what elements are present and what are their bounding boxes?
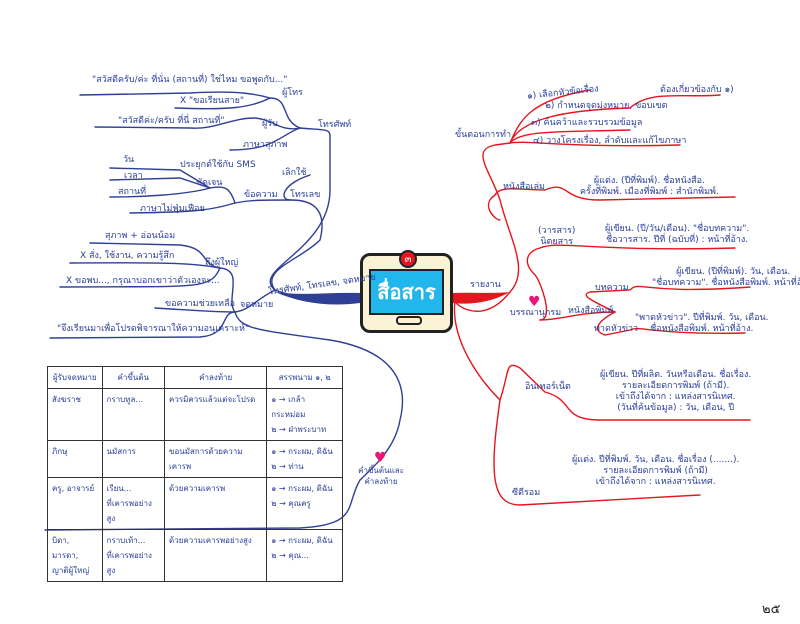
ask-help-say: "จึงเรียนมาเพื่อโปรดพิจารณาให้ความอนุเคร… [57,324,250,334]
bibliography-label: บรรณานุกรม [510,308,562,318]
cdrom-format: ผู้แต่ง. ปีที่พิมพ์. วัน, เดือน. ชื่อเรื… [572,455,740,487]
concise-label: ภาษาไม่ฟุ่มเฟือย [140,204,205,214]
table-cell: ๑ → เกล้ากระหม่อม ๒ → ฝ่าพระบาท [266,388,343,441]
step-3: ๓) ค้นคว้าและรวบรวมข้อมูล [531,118,643,128]
book-label: หนังสือเล่ม [503,182,545,192]
table-cell: ด้วยความเคารพอย่างสูง [164,529,268,582]
headline-format: "พาดหัวข่าว". ปีที่พิมพ์. วัน, เดือน.ชื่… [635,313,769,334]
table-cell: ควรมิควรแล้วแต่จะโปรด [164,388,268,441]
phone-label: โทรศัพท์ [318,120,352,130]
article-label: บทความ [595,283,629,293]
table-header: คำลงท้าย [164,366,268,389]
table-row: สังฆราชกราบทูล...ควรมิควรแล้วแต่จะโปรด๑ … [47,388,343,441]
table-header: คำขึ้นต้น [101,366,166,389]
table-cell: ด้วยความเคารพ [164,477,268,530]
center-tablet: ๓ สื่อสาร [360,250,453,333]
table-row: บิดา, มารดา, ญาติผู้ใหญ่กราบเท้า... ที่เ… [47,529,343,582]
table-cell: ครู, อาจารย์ [47,477,103,530]
table-cell: ขอนมัสการด้วยความเคารพ [164,440,268,478]
internet-format: ผู้เขียน. ปีที่ผลิต. วันหรือเดือน. ชื่อเ… [600,370,752,413]
place-label: สถานที่ [118,187,147,197]
polite-label: ภาษาสุภาพ [243,140,288,150]
chapter-badge: ๓ [399,250,417,268]
elder-3: X ขอพบ..., กรุณาบอกเขาว่าตัวเองจะ... [66,276,220,286]
to-elder-label: ถึงผู้ใหญ่ [205,258,239,268]
table-cell: ๑ → กระผม, ดิฉัน ๒ → คุณครู [266,477,343,530]
home-button-icon [396,316,422,325]
table-cell: นมัสการ [101,440,166,478]
internet-label: อินเทอร์เน็ต [525,382,571,392]
table-header: ผู้รับจดหมาย [47,366,103,389]
book-format: ผู้แต่ง. (ปีที่พิมพ์). ชื่อหนังสือ.ครั้ง… [580,176,719,197]
article-format: ผู้เขียน. (ปีที่พิมพ์). วัน, เดือน."ชื่อ… [652,267,800,288]
table-cell: กราบเท้า... ที่เคารพอย่างสูง [101,529,166,582]
time-label: เวลา [124,171,143,181]
day-label: วัน [123,155,135,165]
caller-say: "สวัสดีครับ/ค่ะ ที่นั่น (สถานที่) ใช่ไหม… [92,75,288,85]
sms-label: ประยุกต์ใช้กับ SMS [180,160,256,170]
step-2: ๒) กำหนดจุดมุ่งหมาย, ขอบเขต [545,101,668,111]
magazine-label: (วารสาร)นิตยสาร [538,226,576,247]
magazine-format: ผู้เขียน. (ปี/วัน/เดือน). "ชื่อบทความ".ช… [605,224,750,245]
step-2-note: ต้องเกี่ยวข้องกับ ๑) [660,85,734,95]
table-cell: บิดา, มารดา, ญาติผู้ใหญ่ [47,529,103,582]
table-header: สรรพนาม ๑, ๒ [266,366,343,389]
caller-avoid: X "ขอเรียนสาย" [180,96,245,106]
table-cell: สังฆราช [47,388,103,441]
newspaper-label: หนังสือพิมพ์ [568,306,614,316]
heart-icon: ♥ [374,450,387,466]
report-label: รายงาน [470,280,501,290]
clear-label: ชัดเจน [196,178,223,188]
elder-2: X สั่ง, ใช้งาน, ความรู้สึก [80,251,175,261]
headline-label: พาดหัวข่าว [594,324,639,334]
obsolete-label: เลิกใช้ [282,168,307,178]
cdrom-label: ซีดีรอม [512,488,541,498]
page-number: ๒๕ [762,602,781,617]
steps-label: ขั้นตอนการทำ [455,130,512,140]
receiver-label: ผู้รับ [262,119,278,129]
heart-icon: ♥ [528,294,541,310]
letter-forms-table: ผู้รับจดหมาย คำขึ้นต้น คำลงท้าย สรรพนาม … [47,366,343,582]
step-4: ๔) วางโครงเรื่อง, ลำดับและแก้ไขภาษา [533,136,687,146]
table-header-row: ผู้รับจดหมาย คำขึ้นต้น คำลงท้าย สรรพนาม … [47,366,343,389]
table-row: ครู, อาจารย์เรียน... ที่เคารพอย่างสูงด้ว… [47,477,343,530]
elder-1: สุภาพ + อ่อนน้อม [105,231,176,241]
center-title: สื่อสาร [369,269,444,315]
table-cell: ภิกษุ [47,440,103,478]
table-cell: ๑ → กระผม, ดิฉัน ๒ → ท่าน [266,440,343,478]
ask-help-label: ขอความช่วยเหลือ [165,299,235,309]
message-label: ข้อความ [244,190,278,200]
letter-label: จดหมาย [240,300,274,310]
table-cell: เรียน... ที่เคารพอย่างสูง [101,477,166,530]
caller-label: ผู้โทร [282,88,303,98]
greetings-label: คำขึ้นต้นและคำลงท้าย [358,466,404,486]
telegram-label: โทรเลข [290,190,321,200]
table-row: ภิกษุนมัสการขอนมัสการด้วยความเคารพ๑ → กร… [47,440,343,478]
table-cell: กราบทูล... [101,388,166,441]
table-cell: ๑ → กระผม, ดิฉัน ๒ → คุณ... [266,529,343,582]
receiver-say: "สวัสดีค่ะ/ครับ ที่นี่ สถานที่" [118,116,225,126]
